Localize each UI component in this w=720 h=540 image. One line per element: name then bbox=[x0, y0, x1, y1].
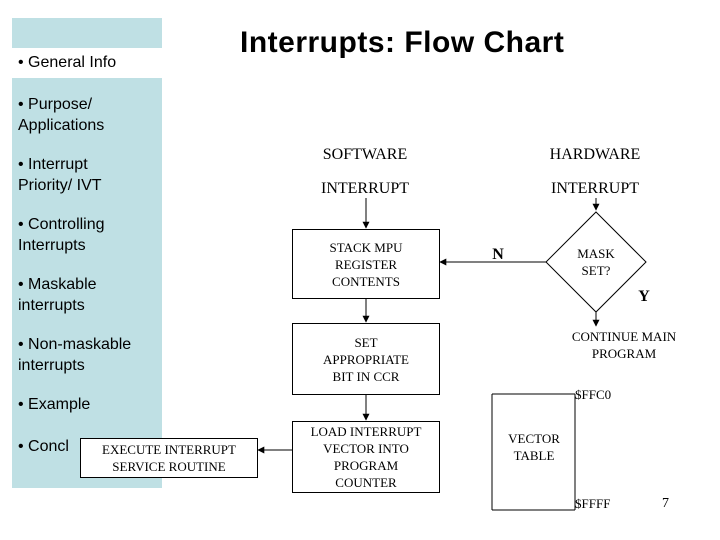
stack-registers-box: STACK MPU REGISTER CONTENTS bbox=[292, 229, 440, 299]
slide-number: 7 bbox=[662, 496, 669, 511]
yes-branch-label: Y bbox=[638, 288, 650, 305]
software-label-line2: INTERRUPT bbox=[321, 180, 409, 197]
sidebar-item-non-maskable[interactable]: • Non-maskable interrupts bbox=[18, 336, 132, 374]
sidebar-divider bbox=[12, 48, 162, 78]
software-interrupt-label: SOFTWARE INTERRUPT bbox=[300, 138, 430, 206]
sidebar bbox=[12, 18, 162, 488]
address-start-label: $FFC0 bbox=[575, 387, 612, 402]
load-vector-box: LOAD INTERRUPT VECTOR INTO PROGRAM COUNT… bbox=[292, 421, 440, 493]
sidebar-item-example[interactable]: • Example bbox=[18, 396, 91, 413]
sidebar-item-controlling[interactable]: • Controlling Interrupts bbox=[18, 216, 105, 254]
vector-table-label: VECTOR TABLE bbox=[508, 431, 560, 463]
sidebar-item-priority[interactable]: • Interrupt Priority/ IVT bbox=[18, 156, 102, 194]
software-label-line1: SOFTWARE bbox=[322, 146, 408, 163]
sidebar-item-purpose[interactable]: • Purpose/ Applications bbox=[18, 96, 105, 134]
no-branch-label: N bbox=[492, 246, 504, 263]
hardware-label-line1: HARDWARE bbox=[549, 146, 641, 163]
sidebar-item-conclusion[interactable]: • Concl bbox=[18, 438, 69, 455]
hardware-label-line2: INTERRUPT bbox=[551, 180, 639, 197]
hardware-interrupt-label: HARDWARE INTERRUPT bbox=[530, 138, 660, 206]
sidebar-item-maskable[interactable]: • Maskable interrupts bbox=[18, 276, 97, 314]
sidebar-item-general-info[interactable]: • General Info bbox=[18, 54, 117, 71]
execute-isr-box: EXECUTE INTERRUPT SERVICE ROUTINE bbox=[80, 438, 258, 478]
mask-set-label: MASK SET? bbox=[577, 246, 615, 278]
continue-main-label: CONTINUE MAIN PROGRAM bbox=[571, 329, 677, 361]
set-ccr-bit-box: SET APPROPRIATE BIT IN CCR bbox=[292, 323, 440, 395]
address-end-label: $FFFF bbox=[575, 496, 611, 511]
page-title: Interrupts: Flow Chart bbox=[240, 26, 565, 59]
